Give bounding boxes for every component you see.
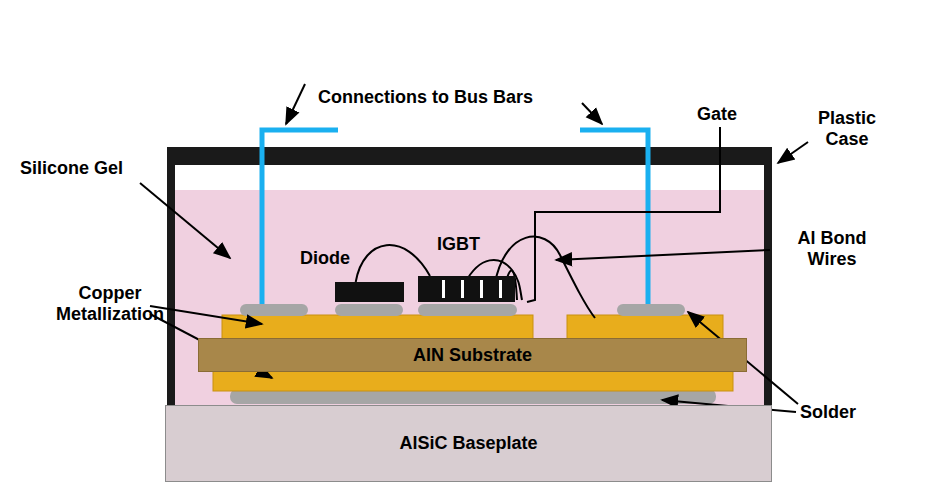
case-top [167, 147, 772, 165]
gate-wire [527, 127, 720, 302]
bond-wire-label: Al Bond Wires [772, 228, 892, 270]
bus-bar [262, 130, 338, 304]
solder-label: Solder [800, 402, 856, 423]
bus-bar [580, 130, 648, 304]
solder-pad [617, 304, 685, 316]
part-name: AlN Substrate [413, 345, 532, 366]
bottom-copper [213, 369, 733, 391]
case-left [167, 147, 175, 405]
part-name: IGBT [437, 234, 480, 255]
baseplate-box: AlSiC Baseplate [165, 405, 772, 482]
leader-line [150, 306, 262, 324]
diode-chip: Diode [335, 282, 404, 302]
copper-label: Copper Metallization [40, 283, 180, 325]
igbt-chip: IGBT [418, 276, 515, 302]
leader-line [556, 250, 770, 260]
bus-bar-label: Connections to Bus Bars [318, 87, 533, 108]
case-label: Plastic Case [812, 108, 882, 150]
part-name: Diode [300, 248, 350, 269]
substrate-band: AlN Substrate [198, 338, 747, 372]
top-copper-left [222, 315, 533, 339]
solder-pad [240, 304, 308, 316]
gel-label: Silicone Gel [20, 158, 123, 179]
top-copper-right [567, 315, 723, 339]
leader-line [286, 84, 305, 124]
solder-pad [335, 304, 403, 316]
gate-label: Gate [697, 104, 737, 125]
leader-line [140, 183, 230, 258]
leader-line [778, 142, 808, 163]
leader-line [582, 103, 602, 124]
part-name: AlSiC Baseplate [399, 433, 537, 454]
solder-pad [418, 304, 517, 316]
case-right [764, 147, 772, 405]
